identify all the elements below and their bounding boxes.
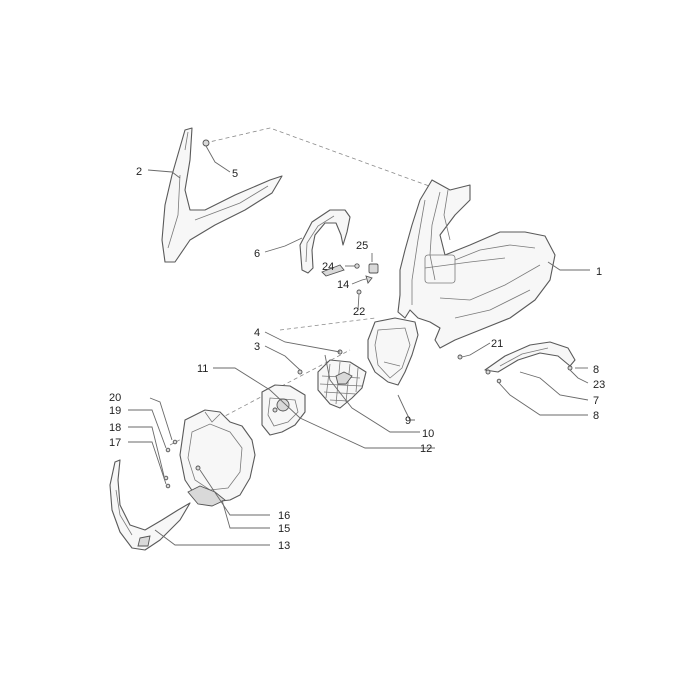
part-14-nut bbox=[365, 275, 373, 284]
callout-6: 6 bbox=[254, 248, 260, 260]
callout-3: 3 bbox=[254, 341, 260, 353]
callout-8b: 8 bbox=[593, 410, 599, 422]
part-24-screw bbox=[354, 263, 360, 269]
part-1-front-shield bbox=[397, 179, 556, 349]
callout-1: 1 bbox=[596, 266, 602, 278]
callout-5: 5 bbox=[232, 168, 238, 180]
callout-25: 25 bbox=[356, 240, 368, 252]
part-2-upper-trim bbox=[161, 127, 283, 263]
callout-12: 12 bbox=[420, 443, 432, 455]
part-10-mesh-grille bbox=[317, 359, 367, 409]
callout-13: 13 bbox=[278, 540, 290, 552]
part-19-screw bbox=[165, 447, 171, 453]
callout-24: 24 bbox=[322, 261, 334, 273]
callout-8a: 8 bbox=[593, 364, 599, 376]
callout-17: 17 bbox=[109, 437, 121, 449]
part-7-side-strip bbox=[484, 341, 576, 375]
part-23-screw bbox=[567, 365, 573, 371]
callout-15: 15 bbox=[278, 523, 290, 535]
fastener-group bbox=[354, 263, 379, 295]
part-3-clip bbox=[297, 369, 303, 375]
leader-lines bbox=[128, 145, 590, 546]
callout-16: 16 bbox=[278, 510, 290, 522]
callout-4: 4 bbox=[254, 327, 260, 339]
callout-14: 14 bbox=[337, 279, 349, 291]
part-16-lower-nose bbox=[179, 409, 256, 507]
callout-21: 21 bbox=[491, 338, 503, 350]
callout-20: 20 bbox=[109, 392, 121, 404]
callout-2: 2 bbox=[136, 166, 142, 178]
assembly-lines bbox=[169, 127, 441, 446]
part-12-grille-frame bbox=[261, 384, 306, 436]
callout-9: 9 bbox=[405, 415, 411, 427]
callout-23: 23 bbox=[593, 379, 605, 391]
part-17-screw bbox=[165, 483, 171, 489]
part-6-arch-trim bbox=[299, 209, 351, 277]
part-9-inner-panel bbox=[367, 317, 419, 386]
callout-19: 19 bbox=[109, 405, 121, 417]
part-20-screw bbox=[172, 439, 178, 445]
part-15-insert bbox=[187, 485, 226, 507]
callout-labels: 1 2 3 4 5 6 7 8 8 9 10 11 12 13 14 15 16… bbox=[109, 166, 605, 552]
part-21-screw bbox=[457, 354, 463, 360]
callout-11: 11 bbox=[197, 363, 208, 375]
callout-7: 7 bbox=[593, 395, 599, 407]
part-5-grommet bbox=[202, 139, 210, 147]
part-8-screw bbox=[496, 378, 502, 384]
small-screws-left bbox=[163, 439, 178, 489]
callout-22: 22 bbox=[353, 306, 365, 318]
small-screws-right bbox=[496, 365, 573, 384]
part-25-clip bbox=[368, 263, 379, 274]
callout-10: 10 bbox=[422, 428, 434, 440]
part-22-screw bbox=[356, 289, 362, 295]
callout-18: 18 bbox=[109, 422, 121, 434]
part-13-lower-trim bbox=[109, 459, 191, 551]
